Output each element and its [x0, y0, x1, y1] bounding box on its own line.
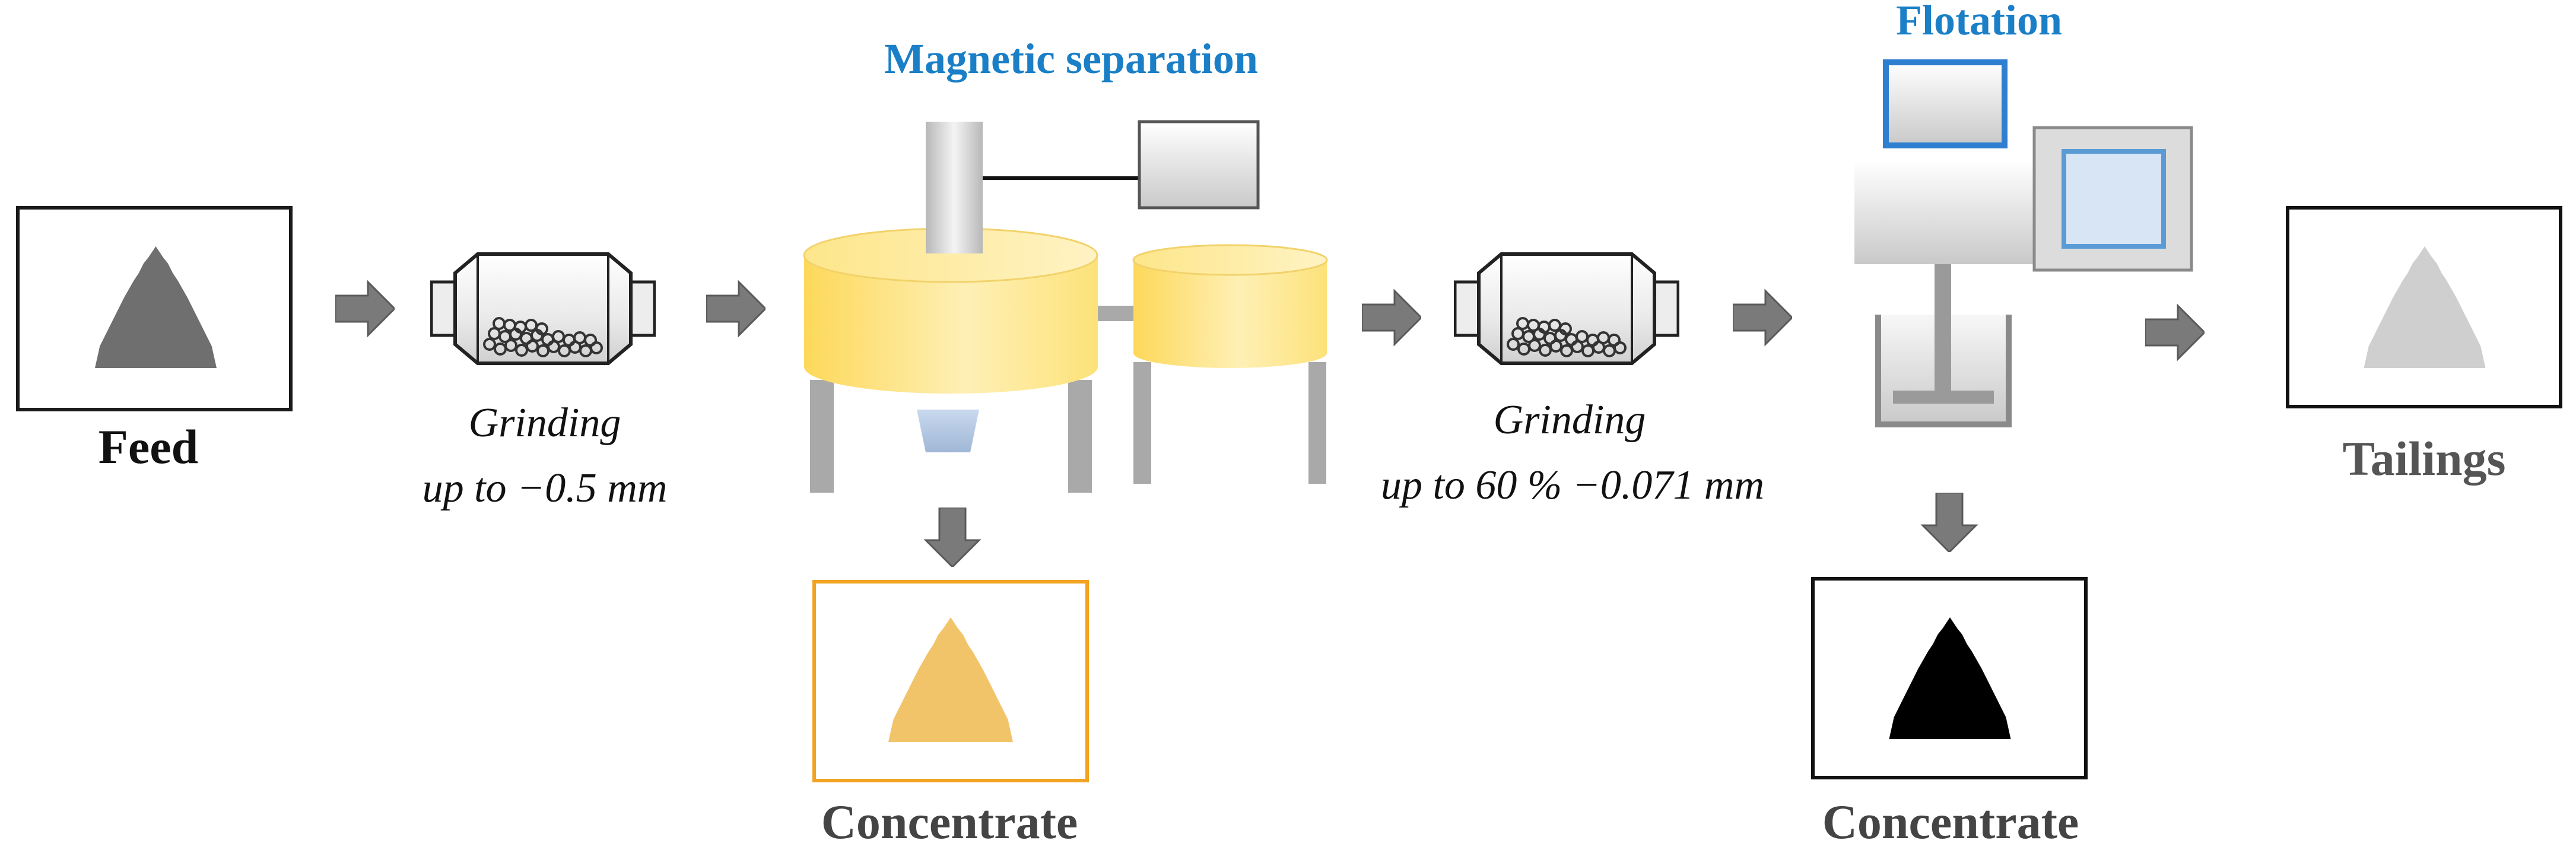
arrow-icon — [2145, 305, 2205, 360]
ball-mill-icon — [431, 254, 655, 363]
flotation-machine-icon — [1854, 59, 2193, 427]
magnetic-separation-title: Magnetic separation — [884, 35, 1258, 83]
grinding-1-label-line2: up to −0.5 mm — [423, 465, 668, 511]
grinding-2-label-line1: Grinding — [1494, 397, 1646, 443]
flotation-concentrate-box — [1811, 577, 2088, 779]
arrow-icon — [1733, 290, 1792, 345]
feed-label: Feed — [99, 420, 198, 474]
magnetic-concentrate-label: Concentrate — [821, 795, 1078, 849]
arrow-icon — [1362, 290, 1421, 345]
flotation-title: Flotation — [1896, 0, 2062, 44]
magnetic-concentrate-box — [812, 580, 1089, 782]
arrow-icon — [1921, 493, 1977, 552]
ball-mill-icon — [1455, 254, 1678, 363]
arrow-icon — [706, 281, 766, 337]
grinding-1-label-line1: Grinding — [469, 400, 621, 446]
tailings-label: Tailings — [2342, 432, 2505, 486]
grinding-2-label-line2: up to 60 % −0.071 mm — [1381, 462, 1764, 508]
magnetic-separator-icon — [803, 120, 1328, 493]
flotation-concentrate-label: Concentrate — [1822, 795, 2079, 849]
arrow-icon — [335, 281, 395, 337]
arrow-icon — [925, 508, 980, 567]
tailings-box — [2286, 206, 2562, 408]
feed-box — [16, 206, 293, 411]
